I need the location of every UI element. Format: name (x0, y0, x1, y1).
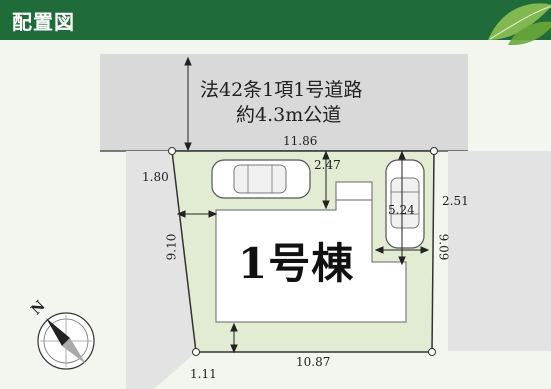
building-footprint (215, 181, 407, 323)
dimension-setback-bottom: 1.11 (190, 367, 217, 381)
dimension-parking-width: 2.51 (442, 194, 469, 208)
road-area (100, 54, 468, 151)
boundary-marker (428, 348, 436, 356)
dimension-right-side: 9.09 (436, 233, 451, 261)
road-label: 法42条1項1号道路 約4.3m公道 (200, 78, 400, 128)
building-label: 1号棟 (238, 239, 355, 288)
dimension-parking-depth: 5.24 (388, 203, 415, 217)
dimension-setback-left-top: 1.80 (142, 170, 169, 184)
compass-icon (37, 312, 95, 370)
road-type-label: 法42条1項1号道路 (200, 79, 363, 101)
leaf-decoration-icon (488, 3, 551, 46)
header-bar: 配置図 (0, 0, 551, 40)
dimension-bottom-width: 10.87 (296, 355, 331, 369)
dimension-lines (176, 56, 430, 354)
dimension-top-width: 11.86 (283, 134, 318, 148)
road-width-label: 約4.3m公道 (236, 104, 342, 126)
car-icon (211, 159, 311, 199)
boundary-marker (430, 147, 438, 155)
car-icon (385, 159, 425, 249)
dimension-left-side: 9.10 (164, 233, 179, 261)
boundary-marker (192, 348, 200, 356)
entrance-step (335, 181, 373, 201)
boundary-marker (168, 147, 176, 155)
neighbor-lot-right (448, 151, 551, 351)
dimension-setback-top: 2.47 (314, 158, 341, 172)
page-title: 配置図 (12, 10, 75, 34)
